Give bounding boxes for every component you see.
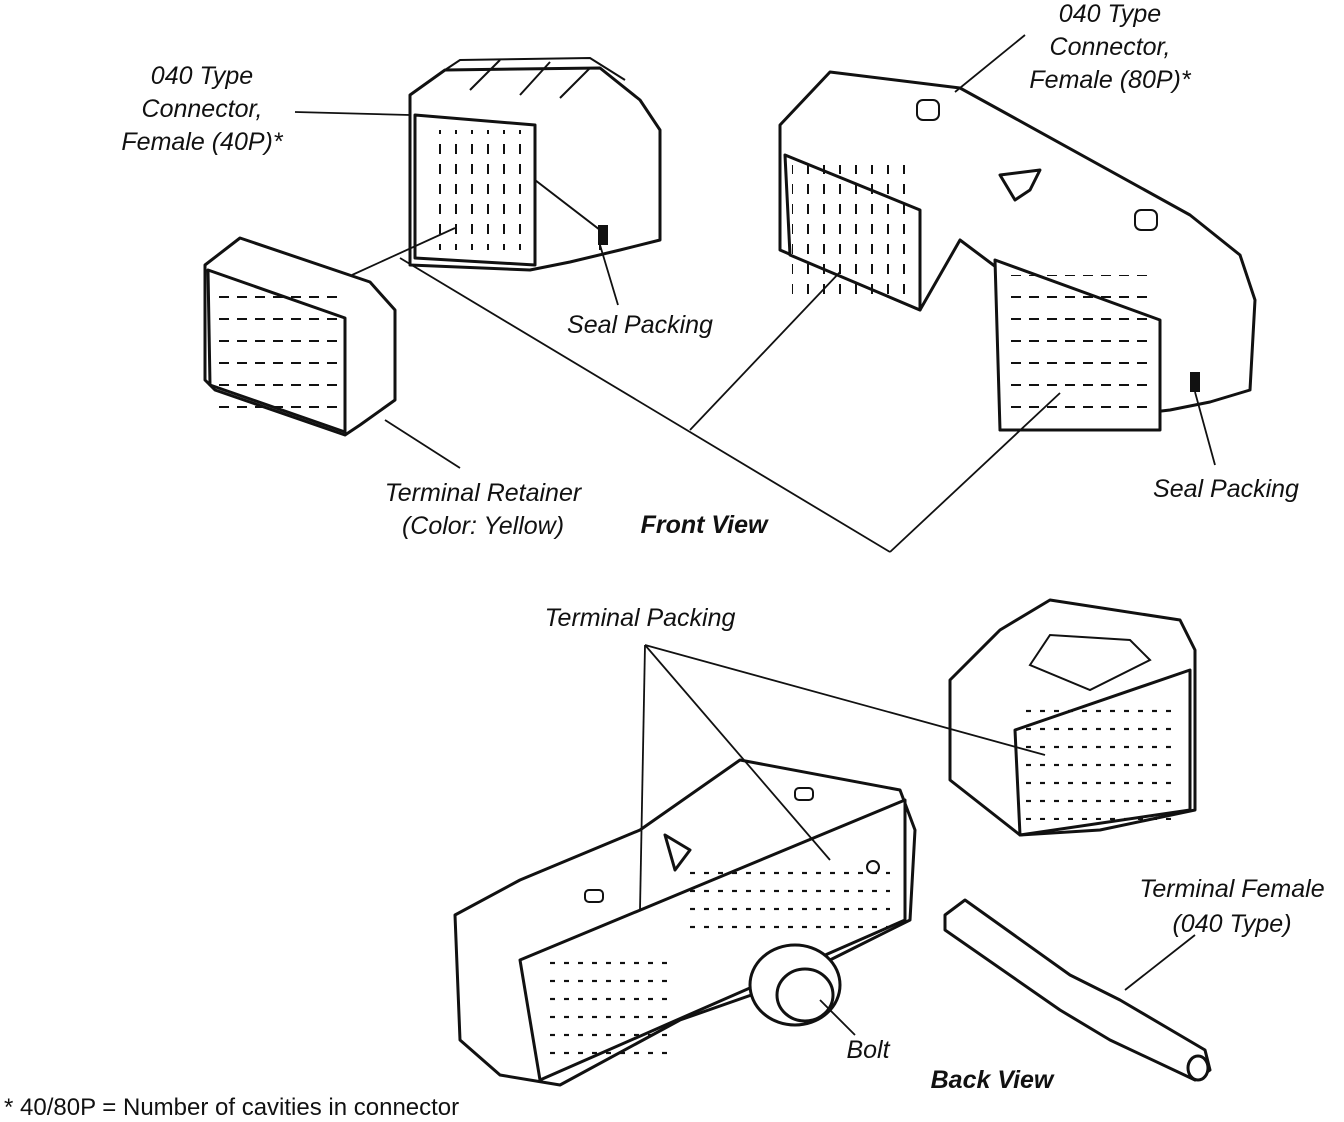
- connector-40p: [408, 56, 662, 272]
- footnote: * 40/80P = Number of cavities in connect…: [4, 1094, 459, 1121]
- label-terminal-packing: Terminal Packing: [545, 604, 736, 632]
- label-front-view: Front View: [641, 511, 769, 539]
- back-view-connector: [453, 758, 917, 1087]
- leader-40p: [294, 111, 411, 116]
- leader-packing-3: [644, 644, 1046, 756]
- terminal-packing-piece: [948, 598, 1197, 837]
- leader-terminal-female: [1124, 934, 1196, 991]
- label-terminal-retainer-line2: (Color: Yellow): [402, 512, 564, 540]
- label-40p-line3: Female (40P)*: [121, 128, 283, 156]
- label-80p-line2: Connector,: [1050, 33, 1171, 61]
- label-40p-line1: 040 Type: [151, 62, 253, 90]
- label-terminal-female-line2: (040 Type): [1172, 910, 1291, 938]
- label-40p-line2: Connector,: [142, 95, 263, 123]
- leader-seal-right: [1194, 391, 1216, 466]
- label-seal-packing-right: Seal Packing: [1153, 475, 1299, 503]
- label-seal-packing-left: Seal Packing: [567, 311, 713, 339]
- terminal-retainer: [203, 236, 397, 437]
- leader-terminal-retainer: [384, 419, 461, 469]
- leader-to-80p-upper: [689, 271, 841, 431]
- label-back-view: Back View: [931, 1066, 1055, 1094]
- leader-lines: [294, 34, 1216, 1036]
- leader-bolt: [819, 999, 856, 1036]
- leader-seal-left: [599, 244, 619, 306]
- connector-80p: [778, 70, 1257, 432]
- leader-retainer-to-40p: [351, 227, 456, 276]
- leader-retainer-to-right: [399, 257, 891, 553]
- label-80p-line3: Female (80P)*: [1029, 66, 1191, 94]
- label-terminal-female-line1: Terminal Female: [1139, 875, 1324, 903]
- label-80p-line1: 040 Type: [1059, 0, 1161, 28]
- leader-packing-2: [644, 644, 831, 861]
- leader-80p: [954, 34, 1026, 93]
- label-bolt: Bolt: [846, 1036, 890, 1064]
- leader-packing-1: [639, 644, 646, 911]
- terminal-female: [943, 898, 1212, 1082]
- label-terminal-retainer-line1: Terminal Retainer: [385, 479, 583, 507]
- leader-to-80p-lower: [889, 392, 1061, 553]
